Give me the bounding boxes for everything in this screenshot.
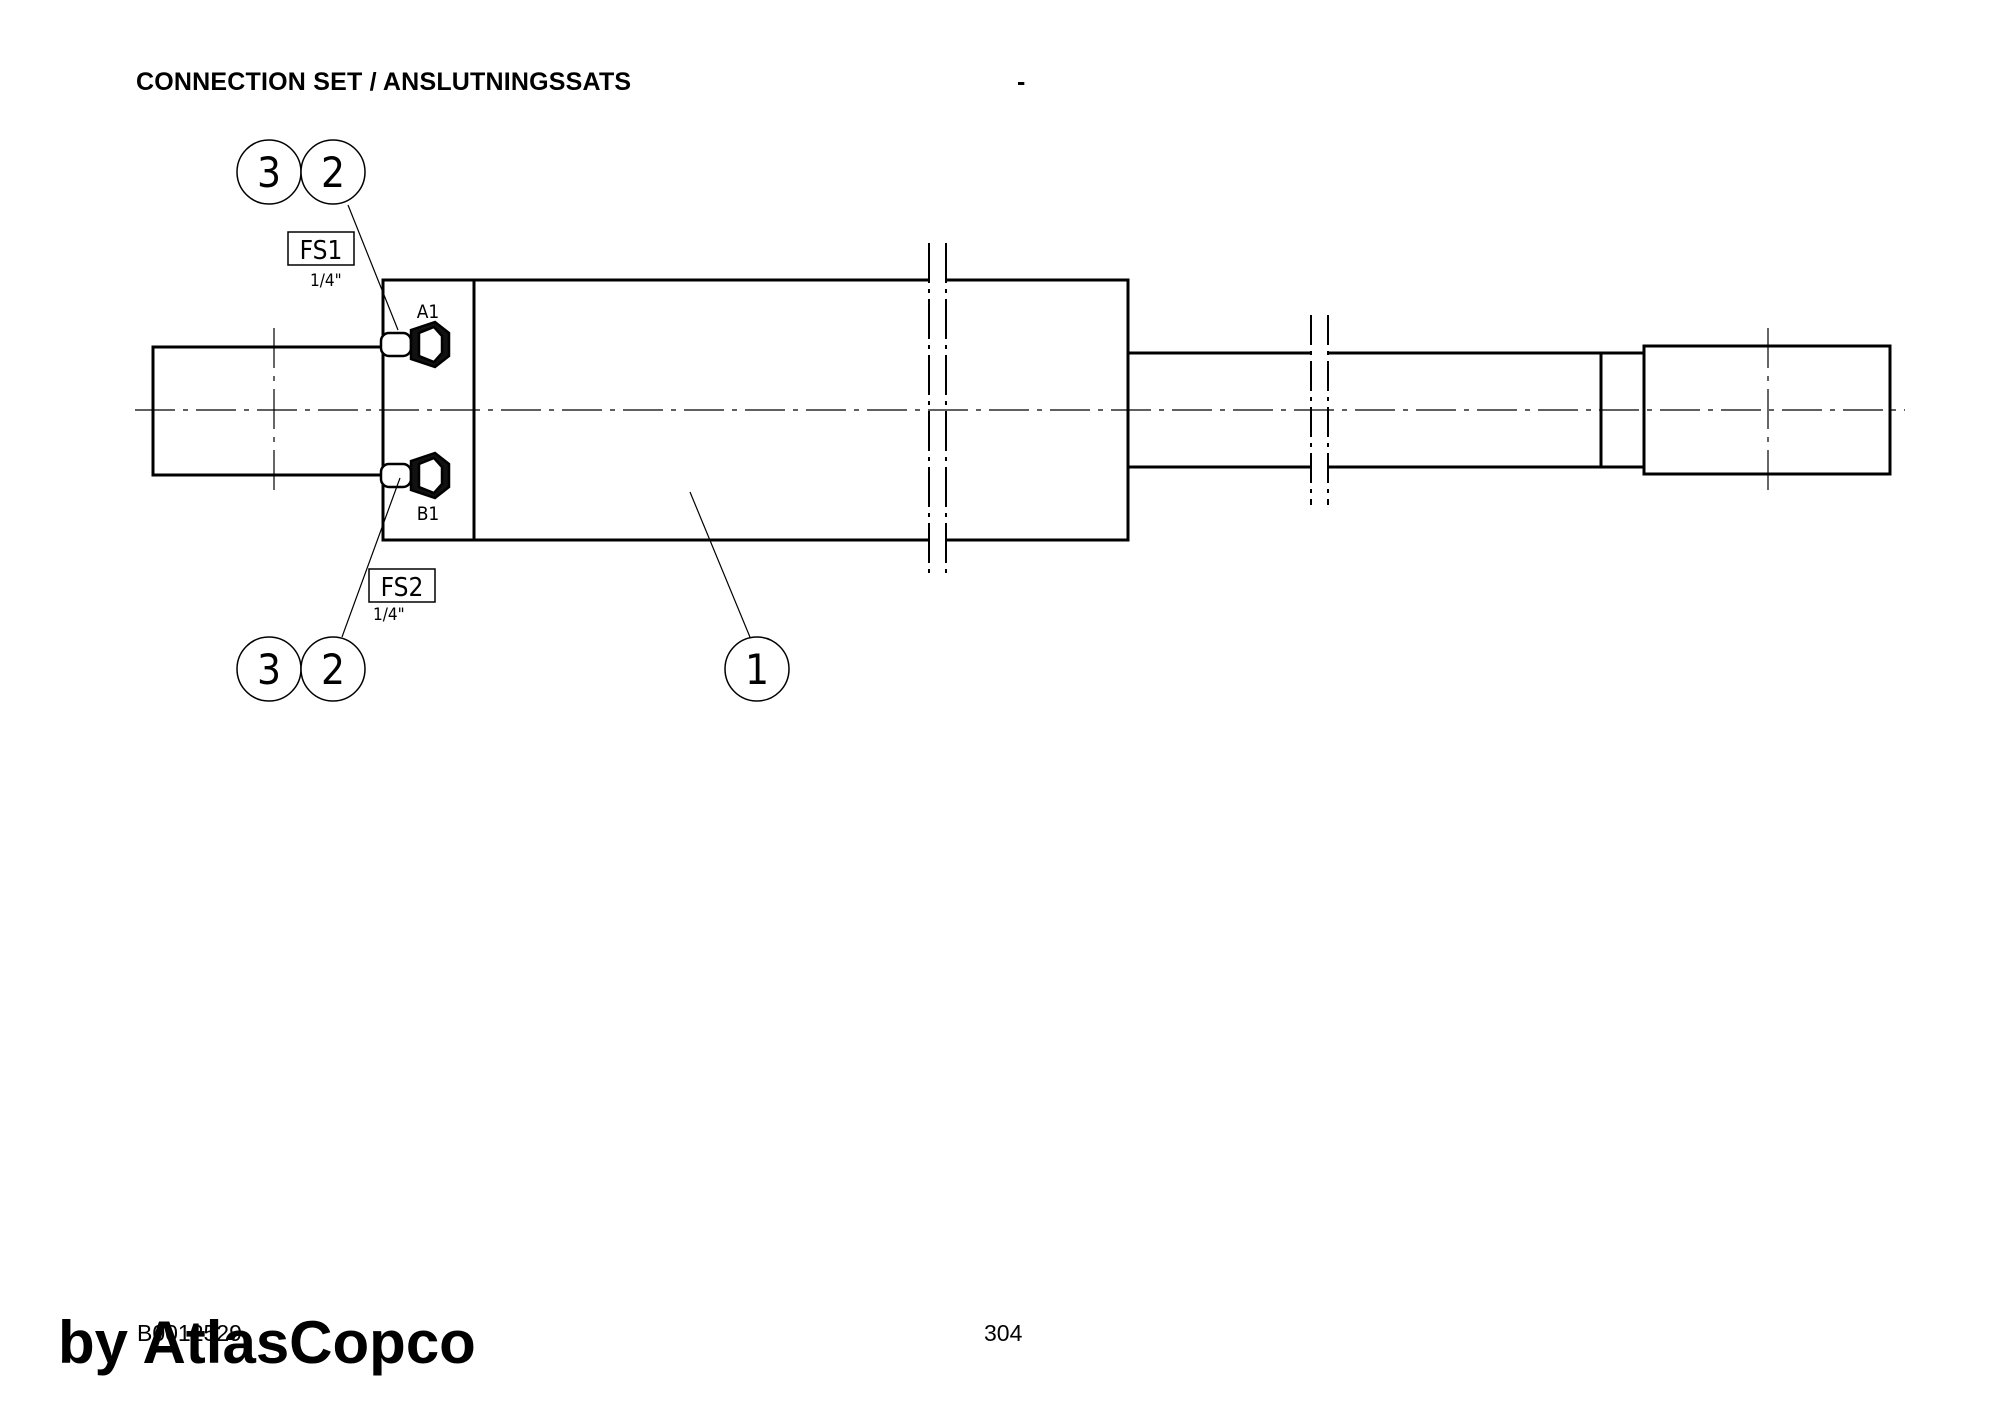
balloon-bottom-left-number: 3	[257, 645, 281, 694]
rod-eye	[1642, 344, 1892, 476]
flag-fs2-label: FS2	[381, 573, 424, 603]
balloon-top-right	[300, 139, 366, 205]
flag-fs1-label: FS1	[300, 236, 343, 266]
leader-main	[689, 491, 753, 643]
balloon-main	[724, 636, 790, 702]
balloon-top-left-number: 3	[257, 148, 281, 197]
left-rod-end	[151, 345, 385, 477]
leader-bottom	[341, 477, 401, 638]
flag-fs1-size: 1/4"	[310, 271, 342, 291]
header-dash: -	[1017, 68, 1026, 96]
port-a1-label: A1	[417, 301, 440, 323]
fitting-bottom	[379, 451, 451, 500]
page-number: 304	[984, 1320, 1023, 1346]
balloon-main-number: 1	[745, 645, 769, 694]
page-title: CONNECTION SET / ANSLUTNINGSSATS	[136, 68, 632, 96]
leader-top	[347, 204, 399, 331]
flag-fs1: FS1 1/4"	[287, 231, 355, 291]
fitting-top	[379, 320, 451, 369]
balloon-bottom-right-number: 2	[321, 645, 345, 694]
balloon-top-right-number: 2	[321, 148, 345, 197]
balloon-bottom-right	[300, 636, 366, 702]
port-b1-label: B1	[417, 503, 440, 525]
flag-fs2: FS2 1/4"	[368, 568, 436, 625]
watermark: by AtlasCopco	[58, 1309, 476, 1376]
document-number: B0012529	[137, 1320, 242, 1346]
flag-fs2-size: 1/4"	[373, 605, 405, 625]
